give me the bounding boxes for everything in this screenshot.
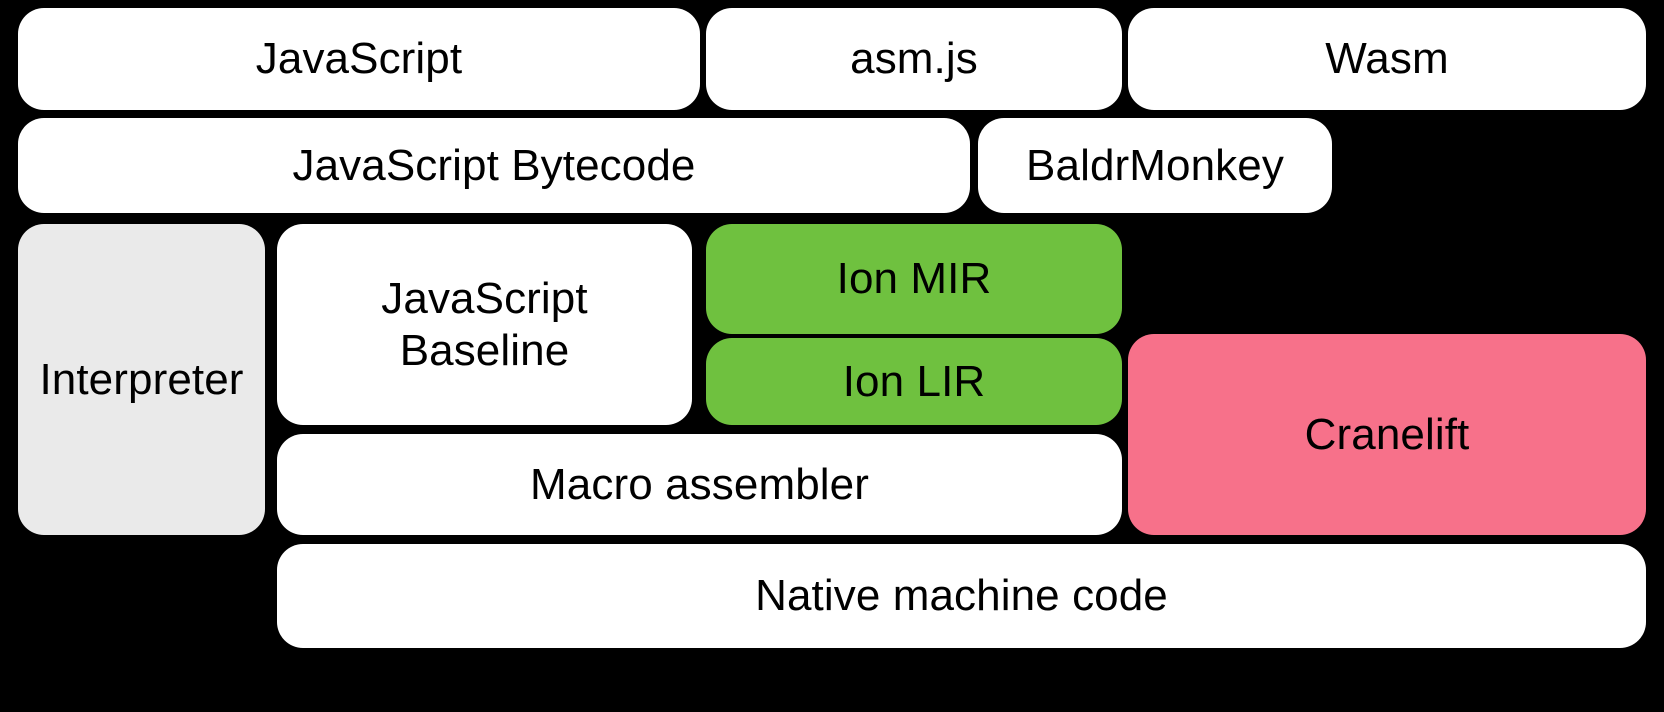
node-macro-assembler: Macro assembler bbox=[277, 434, 1122, 535]
node-javascript-bytecode: JavaScript Bytecode bbox=[18, 118, 970, 213]
node-javascript-baseline: JavaScript Baseline bbox=[277, 224, 692, 425]
node-interpreter: Interpreter bbox=[18, 224, 265, 535]
node-asm-js: asm.js bbox=[706, 8, 1122, 110]
node-ion-lir: Ion LIR bbox=[706, 338, 1122, 425]
node-wasm: Wasm bbox=[1128, 8, 1646, 110]
node-javascript: JavaScript bbox=[18, 8, 700, 110]
node-ion-mir: Ion MIR bbox=[706, 224, 1122, 334]
node-cranelift: Cranelift bbox=[1128, 334, 1646, 535]
node-baldrmonkey: BaldrMonkey bbox=[978, 118, 1332, 213]
node-native-machine-code: Native machine code bbox=[277, 544, 1646, 648]
